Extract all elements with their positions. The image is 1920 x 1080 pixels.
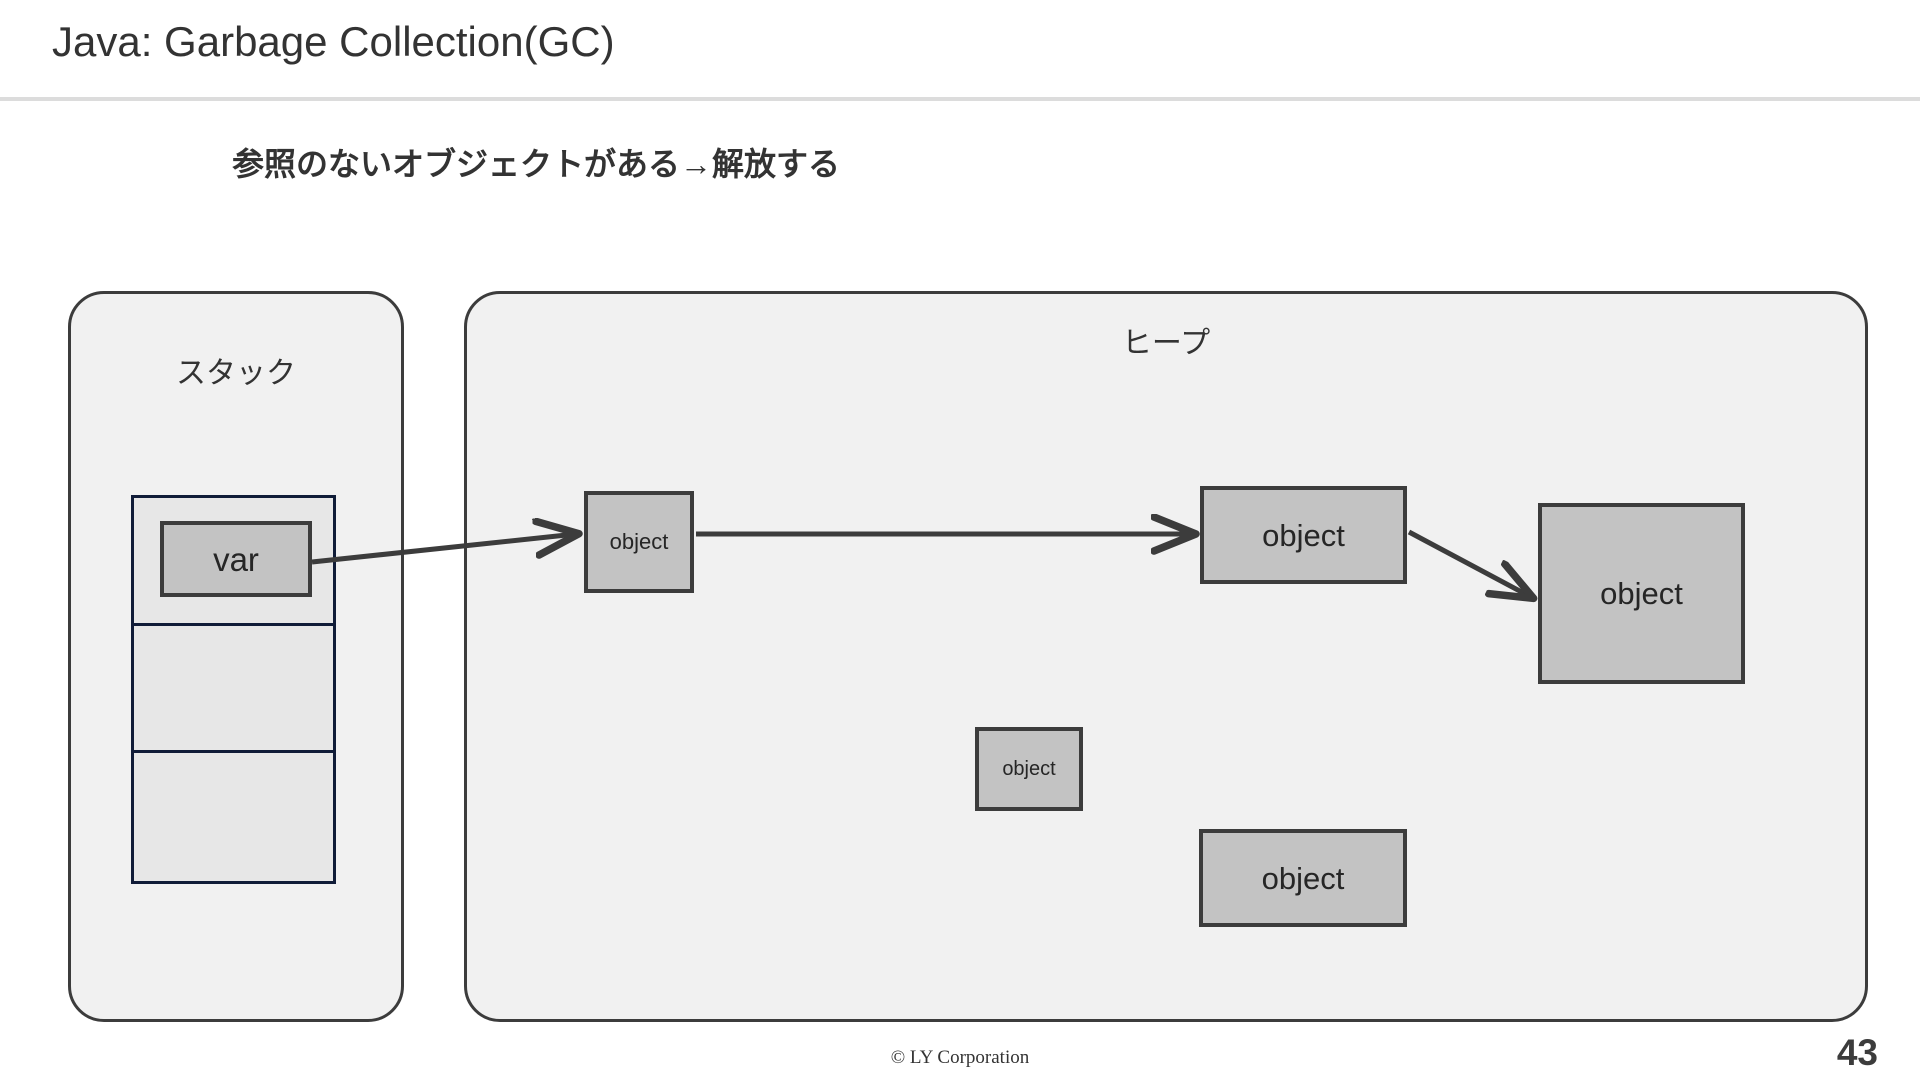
heap-object-d-unreferenced[interactable]: object bbox=[975, 727, 1083, 811]
heap-object-e-unreferenced[interactable]: object bbox=[1199, 829, 1407, 927]
stack-cell-0: var bbox=[134, 498, 333, 626]
slide-subtitle: 参照のないオブジェクトがある→解放する bbox=[232, 146, 841, 182]
stack-variable-var[interactable]: var bbox=[160, 521, 312, 597]
heap-object-c[interactable]: object bbox=[1538, 503, 1745, 684]
stack-cell-1 bbox=[134, 626, 333, 754]
heap-object-b[interactable]: object bbox=[1200, 486, 1407, 584]
heap-panel-label: ヒープ bbox=[1121, 327, 1211, 360]
heap-object-a[interactable]: object bbox=[584, 491, 694, 593]
stack-frame: var bbox=[131, 495, 336, 884]
stack-cell-2 bbox=[134, 753, 333, 881]
page-number: 43 bbox=[1836, 1032, 1878, 1073]
page-title: Java: Garbage Collection(GC) bbox=[52, 18, 615, 65]
title-divider bbox=[0, 97, 1920, 101]
footer-copyright: © LY Corporation bbox=[890, 1047, 1030, 1068]
stack-panel-label: スタック bbox=[176, 357, 296, 390]
